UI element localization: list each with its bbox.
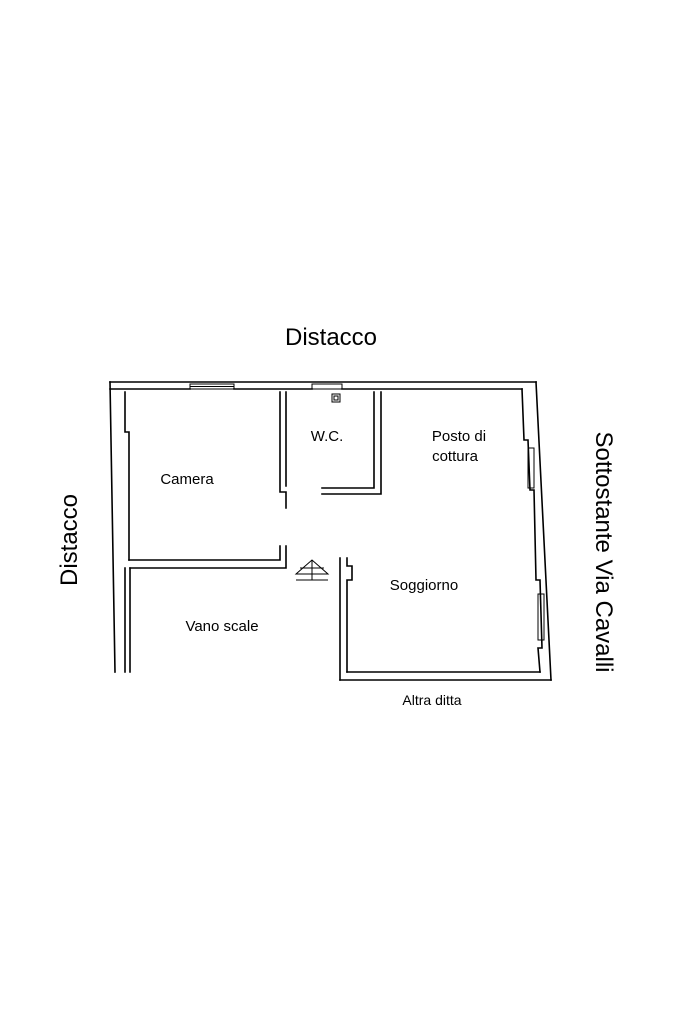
room-camera: Camera bbox=[160, 471, 214, 488]
room-wc: W.C. bbox=[311, 428, 344, 445]
label-left: Distacco bbox=[56, 494, 83, 586]
room-cucina-line2: cottura bbox=[432, 448, 479, 465]
right-windows bbox=[527, 447, 545, 641]
wc-window bbox=[311, 383, 343, 403]
outer-walls bbox=[109, 381, 552, 681]
room-scale: Vano scale bbox=[185, 618, 258, 635]
room-soggiorno: Soggiorno bbox=[390, 577, 458, 594]
room-cucina-line1: Posto di bbox=[432, 428, 486, 445]
right-wall bbox=[521, 381, 552, 681]
label-right: Sottostante Via Cavalli bbox=[590, 431, 617, 672]
interior-walls bbox=[128, 391, 552, 681]
stair-icon bbox=[294, 559, 330, 581]
camera-window bbox=[189, 383, 235, 390]
top-wall bbox=[109, 381, 537, 390]
label-top: Distacco bbox=[285, 324, 377, 351]
left-wall bbox=[109, 381, 131, 673]
label-bottom: Altra ditta bbox=[402, 692, 461, 708]
